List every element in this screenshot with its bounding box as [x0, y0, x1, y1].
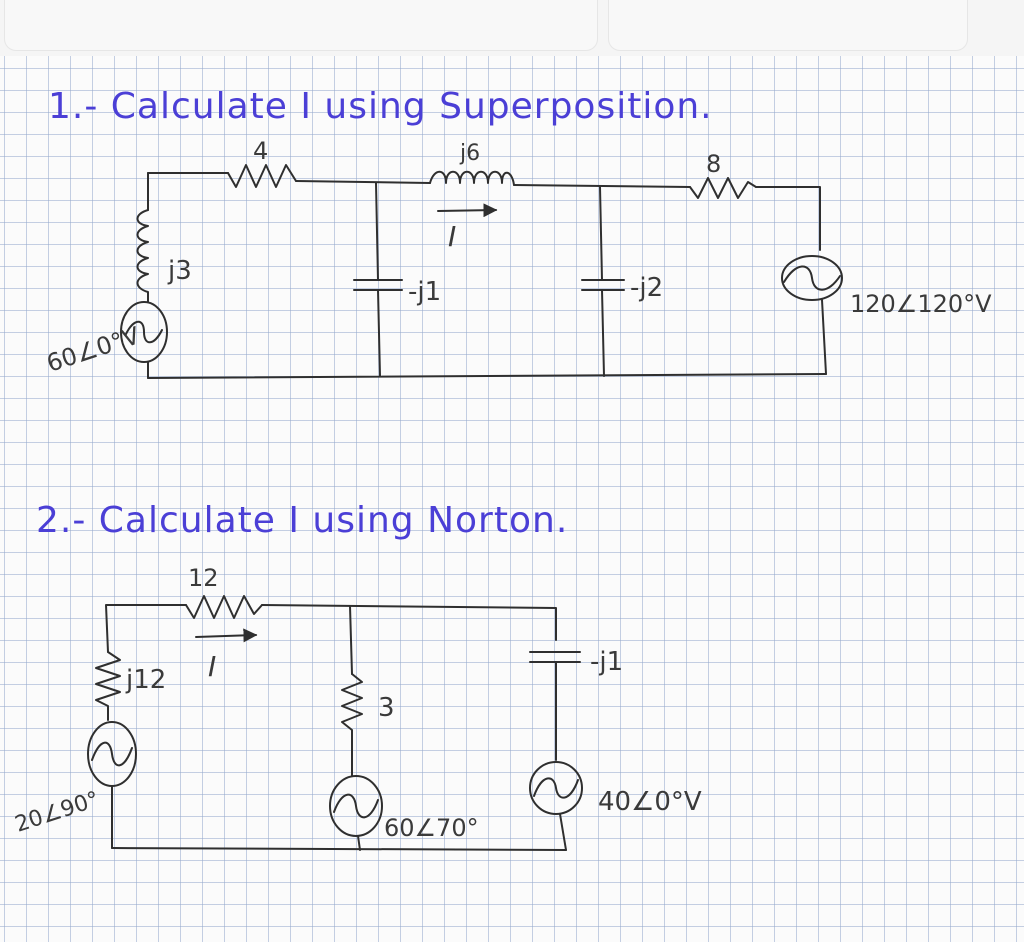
wire-right-bottom: [559, 813, 567, 851]
wire-top-3: [513, 184, 691, 188]
wire-bottom: [111, 847, 567, 851]
top-strip: [0, 0, 1024, 56]
label-r4: 4: [253, 137, 268, 165]
top-tab-left: [4, 0, 598, 51]
wire-cap2-bottom: [601, 289, 605, 377]
wire-cap1-bottom: [377, 289, 381, 377]
label-cap-j1: -j1: [590, 647, 623, 677]
element-j12: [95, 651, 121, 721]
label-current: I: [208, 650, 216, 683]
wire-right-bottom: [821, 299, 827, 375]
wire-mid-top: [349, 605, 353, 675]
label-current: I: [448, 220, 456, 253]
source-right: [781, 255, 843, 301]
wire-cap2-top: [599, 186, 603, 281]
label-r12: 12: [188, 564, 219, 592]
label-cap-j2: -j2: [630, 273, 663, 303]
resistor-8: [689, 177, 757, 199]
current-arrow: [195, 628, 258, 643]
inductor-j6: [429, 170, 515, 186]
source-right: [529, 761, 583, 815]
label-source-left: 60∠0°V: [43, 321, 143, 377]
wire-cap1-top: [375, 182, 379, 281]
label-j3: j3: [167, 256, 192, 286]
wire-left-top: [105, 604, 187, 653]
resistor-3: [341, 673, 363, 777]
problem2-circuit: [87, 595, 583, 851]
problem1-circuit: [120, 164, 843, 379]
label-source-right: 40∠0°V: [598, 787, 702, 817]
wire-mid-bottom: [357, 835, 361, 851]
problem2: 2.- Calculate I using Norton.: [12, 500, 702, 851]
problem2-title: 2.- Calculate I using Norton.: [36, 500, 568, 541]
wire-top-right: [755, 186, 821, 251]
problem1-title: 1.- Calculate I using Superposition.: [48, 86, 713, 127]
problem1: 1.- Calculate I using Superposition.: [43, 86, 992, 379]
source-left: [120, 301, 168, 363]
resistor-4: [227, 164, 297, 188]
inductor-j3: [136, 209, 149, 303]
current-arrow: [437, 203, 498, 218]
label-r3: 3: [378, 693, 395, 723]
resistor-12: [185, 595, 263, 619]
source-mid: [329, 775, 383, 837]
wire-bottom: [147, 373, 827, 379]
label-source-left: 20∠90°: [12, 787, 102, 838]
source-left: [87, 721, 137, 787]
top-tab-right: [608, 0, 968, 51]
wire-top-2: [295, 180, 431, 184]
label-source-right: 120∠120°V: [850, 290, 992, 318]
label-j6: j6: [459, 141, 480, 166]
label-cap-j1: -j1: [408, 277, 441, 307]
label-j12: j12: [125, 665, 166, 695]
wire-top: [261, 604, 557, 641]
label-r8: 8: [706, 150, 721, 178]
label-source-mid: 60∠70°: [384, 814, 479, 842]
